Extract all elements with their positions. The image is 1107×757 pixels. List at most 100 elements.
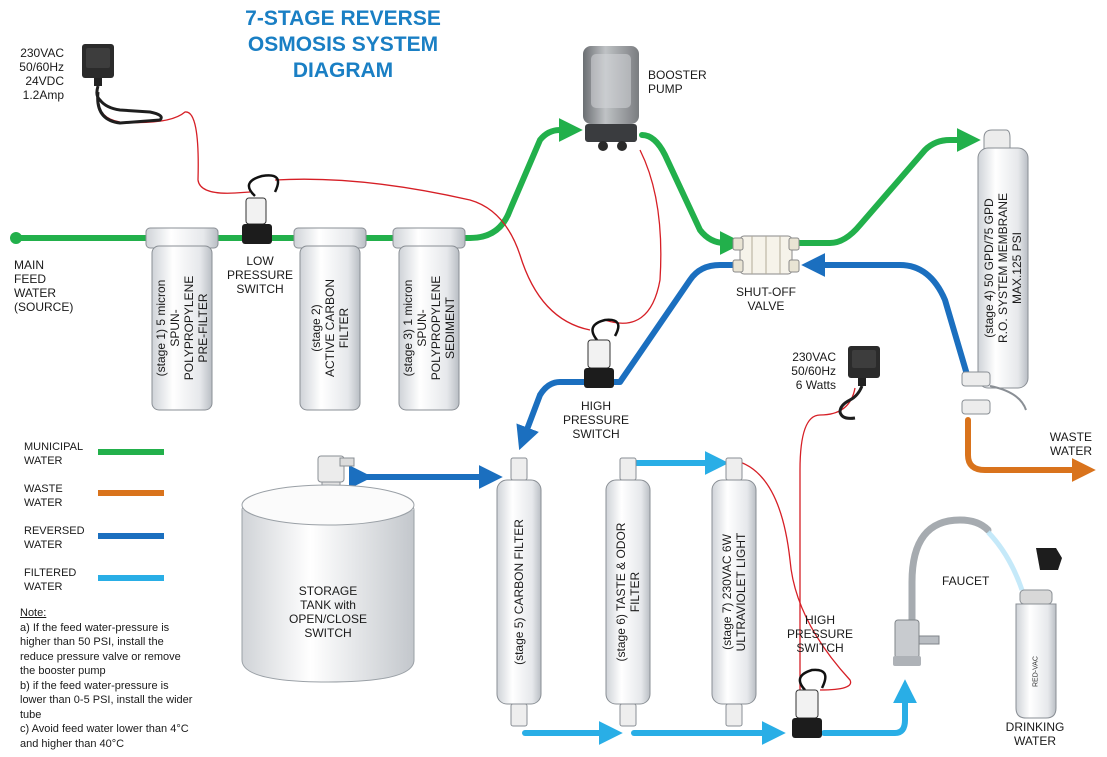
legend-waste-line-1: WASTE — [24, 483, 63, 495]
booster-line-2: PUMP — [648, 82, 683, 96]
stage1-label: (stage 1) 5 micron SPUN- POLYPROPYLENE P… — [154, 248, 210, 408]
stage1-line-3: POLYPROPYLENE — [182, 275, 196, 381]
high-pressure-switch-2-device — [792, 668, 827, 738]
note-line-1: a) If the feed water-pressure is — [20, 621, 170, 634]
booster-pump-device — [583, 46, 639, 151]
stage2-label: (stage 2) ACTIVE CARBON FILTER — [309, 258, 351, 398]
legend-filtered-line-2: WATER — [24, 581, 63, 593]
tank-line-1: STORAGE — [298, 584, 358, 598]
ps2-line-3: 6 Watts — [795, 378, 836, 392]
hps1-line-2: PRESSURE — [562, 413, 630, 427]
reversed-water-pipes — [348, 253, 971, 489]
main-feed-line-4: (SOURCE) — [14, 300, 74, 314]
stage3-label: (stage 3) 1 micron SPUN- POLYPROPYLENE S… — [401, 248, 457, 408]
stage1-line-1: (stage 1) 5 micron — [154, 279, 168, 377]
legend-reversed-swatch — [98, 533, 164, 539]
legend-municipal-line-2: WATER — [24, 455, 63, 467]
stage1-line-4: PRE-FILTER — [196, 293, 210, 363]
installation-note: Note: a) If the feed water-pressure is h… — [20, 606, 230, 751]
shutoff-line-1: SHUT-OFF — [736, 285, 796, 299]
note-line-3: reduce pressure valve or remove — [20, 650, 181, 663]
note-line-8: c) Avoid feed water lower than 4°C — [20, 723, 189, 735]
legend-municipal-line-1: MUNICIPAL — [24, 441, 84, 453]
stage6-label: (stage 6) TASTE & ODOR FILTER — [614, 512, 642, 672]
filter-housing-stage7 — [711, 457, 757, 727]
bottle-brand-label: RED-VAC — [1032, 656, 1040, 687]
power-adapter-1 — [82, 44, 163, 125]
power-supply-2-label: 230VAC 50/60Hz 6 Watts — [778, 350, 836, 392]
hps2-line-1: HIGH — [805, 613, 835, 627]
hps2-line-3: SWITCH — [796, 641, 844, 655]
tank-line-3: OPEN/CLOSE — [288, 612, 368, 626]
high-pressure-switch-1-label: HIGH PRESSURE SWITCH — [556, 399, 636, 441]
stage7-line-2: ULTRAVIOLET LIGHT — [734, 532, 748, 652]
ps1-line-2: 50/60Hz — [19, 60, 64, 74]
stage6-line-1: (stage 6) TASTE & ODOR — [614, 522, 628, 662]
stage3-line-2: SPUN- — [415, 309, 429, 347]
main-feed-label: MAIN FEED WATER (SOURCE) — [14, 258, 94, 314]
hps1-line-1: HIGH — [581, 399, 611, 413]
ps1-line-4: 1.2Amp — [22, 88, 64, 102]
legend-waste-line-2: WATER — [24, 497, 63, 509]
tank-line-4: SWITCH — [304, 626, 352, 640]
hps2-line-2: PRESSURE — [786, 627, 854, 641]
faucet-device — [893, 516, 1025, 666]
filter-housing-stage5 — [496, 457, 542, 727]
legend-reversed-label: REVERSED WATER — [24, 524, 85, 552]
ps2-line-2: 50/60Hz — [791, 364, 836, 378]
drinking-line-2: WATER — [1014, 734, 1056, 748]
stage4-label: (stage 4) 50 GPD/75 GPD R.O. SYSTEM MEMB… — [982, 183, 1024, 353]
stage3-line-4: SEDIMENT — [443, 297, 457, 360]
note-line-4: the booster pump — [20, 665, 106, 677]
stage2-line-2: ACTIVE CARBON — [323, 279, 337, 378]
lps-line-2: PRESSURE — [226, 268, 294, 282]
legend-reversed-line-1: REVERSED — [24, 525, 85, 537]
ro-membrane-housing — [961, 129, 1029, 415]
high-pressure-switch-1-device — [584, 318, 620, 388]
filter-housing-stage3 — [392, 227, 466, 411]
main-feed-line-1: MAIN — [14, 258, 44, 272]
note-heading: Note: — [20, 607, 47, 619]
stage3-line-3: POLYPROPYLENE — [429, 275, 443, 381]
legend-municipal-label: MUNICIPAL WATER — [24, 440, 83, 468]
legend-filtered-label: FILTERED WATER — [24, 566, 76, 594]
stage4-line-3: MAX.125 PSI — [1010, 231, 1024, 305]
legend-municipal-swatch — [98, 449, 164, 455]
legend-waste-label: WASTE WATER — [24, 482, 63, 510]
legend-filtered-swatch — [98, 575, 164, 581]
note-line-6: lower than 0-5 PSI, install the wider — [20, 694, 193, 706]
stage1-line-2: SPUN- — [168, 309, 182, 347]
diagram-title: 7-STAGE REVERSE OSMOSIS SYSTEM DIAGRAM — [212, 6, 474, 84]
low-pressure-switch-device — [242, 174, 280, 244]
stage7-line-1: (stage 7) 230VAC 6W — [720, 534, 734, 650]
waste-line-1: WASTE — [1049, 430, 1092, 444]
title-line-2: OSMOSIS SYSTEM — [247, 33, 439, 56]
filter-housing-stage1 — [145, 227, 219, 411]
booster-line-1: BOOSTER — [648, 68, 707, 82]
note-line-2: higher than 50 PSI, install the — [20, 636, 164, 648]
filtered-water-pipes — [522, 451, 917, 745]
stage2-line-3: FILTER — [337, 307, 351, 349]
legend-waste-swatch — [98, 490, 164, 496]
power-supply-1-label: 230VAC 50/60Hz 24VDC 1.2Amp — [10, 46, 64, 102]
storage-tank-device — [241, 455, 415, 683]
shut-off-valve-device — [732, 235, 800, 275]
note-line-9: and higher than 40°C — [20, 737, 125, 750]
ps2-line-1: 230VAC — [792, 350, 836, 364]
stage3-line-1: (stage 3) 1 micron — [401, 279, 415, 377]
stage4-line-1: (stage 4) 50 GPD/75 GPD — [982, 198, 996, 338]
ps1-line-3: 24VDC — [25, 74, 64, 88]
lps-line-1: LOW — [246, 254, 274, 268]
stage7-label: (stage 7) 230VAC 6W ULTRAVIOLET LIGHT — [720, 512, 748, 672]
note-line-7: tube — [20, 708, 42, 721]
power-adapter-2 — [838, 346, 880, 420]
legend-filtered-line-1: FILTERED — [24, 567, 77, 579]
drinking-line-1: DRINKING — [1005, 720, 1065, 734]
title-line-3: DIAGRAM — [292, 59, 394, 82]
hps1-line-3: SWITCH — [572, 427, 620, 441]
legend-reversed-line-2: WATER — [24, 539, 63, 551]
lps-line-3: SWITCH — [236, 282, 284, 296]
stage6-line-2: FILTER — [628, 571, 642, 613]
waste-water-label: WASTE WATER — [1010, 430, 1092, 458]
